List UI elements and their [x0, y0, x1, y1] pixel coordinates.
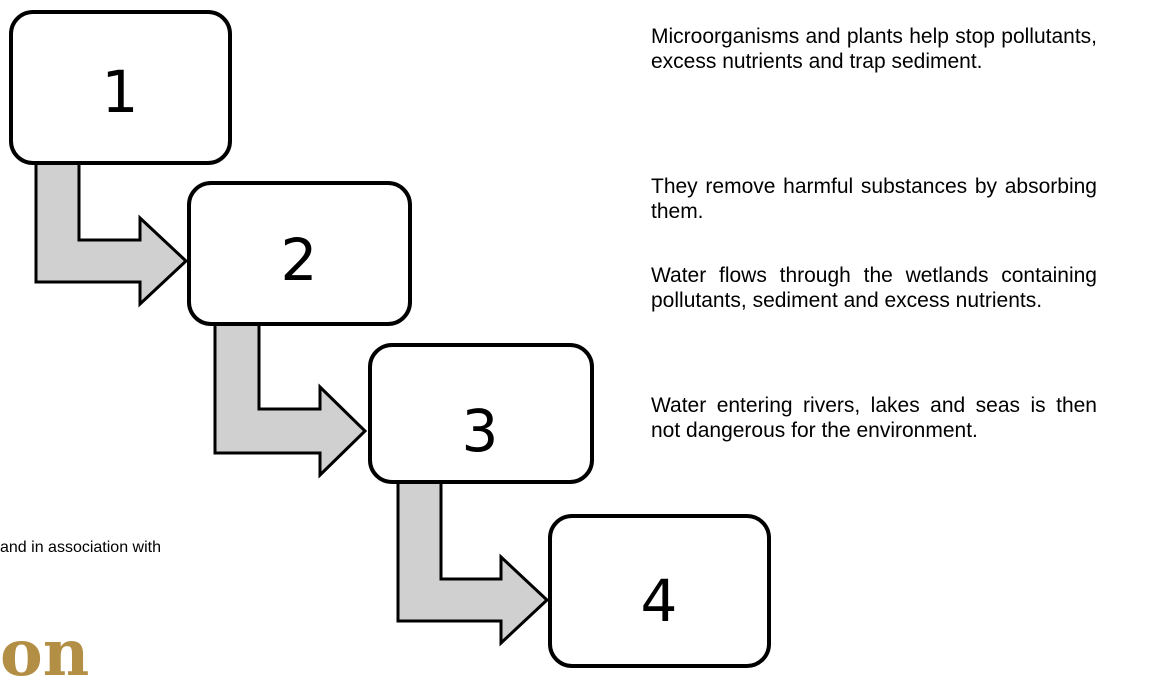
statement-4: Water entering rivers, lakes and seas is… [651, 394, 1097, 442]
arrow-1-to-2 [34, 161, 189, 308]
statement-1: Microorganisms and plants help stop poll… [651, 25, 1097, 73]
step-box-2: 2 [187, 181, 412, 326]
step-box-1: 1 [9, 10, 232, 165]
association-text: and in association with [0, 539, 161, 556]
step-box-3: 3 [368, 343, 594, 484]
arrow-2-to-3 [213, 321, 368, 479]
statement-2: They remove harmful substances by absorb… [651, 175, 1097, 223]
step-number-1: 1 [102, 58, 139, 126]
arrow-3-to-4 [396, 480, 550, 647]
step-number-2: 2 [281, 226, 318, 294]
step-number-4: 4 [641, 567, 678, 635]
statement-3: Water flows through the wetlands contain… [651, 264, 1097, 312]
partner-logo: on [0, 616, 90, 691]
step-box-4: 4 [548, 514, 771, 668]
step-number-3: 3 [462, 397, 499, 465]
flow-diagram: 1 2 3 4 [9, 10, 771, 668]
